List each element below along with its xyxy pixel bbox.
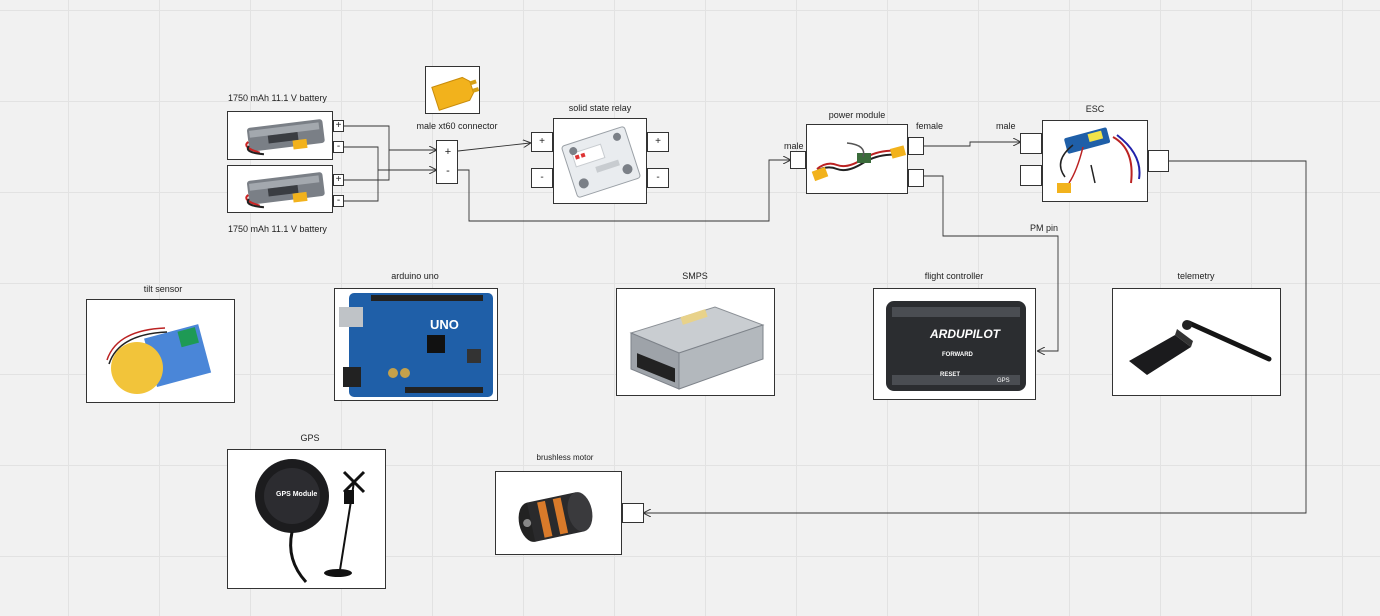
smps-label: SMPS	[682, 271, 708, 281]
power-module-pm-pin-port[interactable]	[908, 169, 924, 187]
battery-top-plus-port[interactable]: +	[333, 120, 344, 132]
xt60-connector-image[interactable]	[425, 66, 480, 114]
lipo-battery-icon	[245, 172, 325, 209]
xt60-plus-label: +	[444, 146, 452, 158]
ssr-input-minus-port[interactable]: -	[531, 168, 553, 188]
relay-icon	[561, 126, 641, 198]
power-module-male-port[interactable]	[790, 151, 806, 169]
xt60-label: male xt60 connector	[416, 121, 498, 131]
tilt-sensor-label: tilt sensor	[143, 284, 183, 294]
battery-bottom[interactable]	[227, 165, 333, 213]
flight-controller-label: flight controller	[924, 271, 984, 281]
power-module-icon	[811, 142, 907, 182]
power-module-label: power module	[828, 110, 886, 120]
gps-module-text: GPS Module	[276, 491, 318, 498]
ssr-output-plus-port[interactable]: +	[647, 132, 669, 152]
esc-motor-output-port[interactable]	[1148, 150, 1169, 172]
xt60-terminal[interactable]: + -	[436, 140, 458, 184]
esc-icon	[1057, 127, 1141, 193]
lipo-battery-icon	[245, 119, 325, 156]
smps-icon	[629, 306, 765, 390]
smps-box[interactable]	[616, 288, 775, 396]
gps-module-icon	[255, 459, 366, 584]
brushless-motor-label: brushless motor	[536, 453, 594, 462]
battery-bottom-minus-port[interactable]: -	[333, 195, 344, 207]
ssr-input-plus-port[interactable]: +	[531, 132, 553, 152]
pm-pin-label: PM pin	[1030, 223, 1059, 233]
battery-bottom-plus-port[interactable]: +	[333, 174, 344, 186]
arduino-label: arduino uno	[391, 271, 439, 281]
gps-label: GPS	[300, 433, 320, 443]
fc-brand-text: ARDUPILOT	[930, 327, 1000, 341]
battery-top-minus-port[interactable]: -	[333, 141, 344, 153]
female-label: female	[916, 121, 944, 131]
battery-top[interactable]	[227, 111, 333, 160]
battery-top-label: 1750 mAh 11.1 V battery	[228, 93, 327, 103]
telemetry-label: telemetry	[1177, 271, 1215, 281]
male-right-label: male	[996, 121, 1016, 131]
ssr-label: solid state relay	[568, 103, 632, 113]
fc-forward-text: FORWARD	[942, 352, 973, 358]
ssr-output-minus-port[interactable]: -	[647, 168, 669, 188]
brushless-motor-box[interactable]	[495, 471, 622, 555]
fc-reset-text: RESET	[940, 372, 961, 378]
esc-box[interactable]	[1042, 120, 1148, 202]
esc-label: ESC	[1085, 104, 1105, 114]
male-left-label: male	[784, 141, 804, 151]
arduino-uno-text: UNO	[430, 317, 459, 332]
esc-male-port[interactable]	[1020, 133, 1042, 154]
fc-gps-text: GPS	[997, 378, 1010, 384]
motor-input-port[interactable]	[622, 503, 644, 523]
brushless-motor-icon	[518, 492, 593, 542]
power-module-box[interactable]	[806, 124, 908, 194]
power-module-female-port[interactable]	[908, 137, 924, 155]
gps-box[interactable]: GPS Module	[227, 449, 386, 589]
telemetry-box[interactable]	[1112, 288, 1281, 396]
flight-controller-icon	[886, 301, 1026, 391]
ssr-box[interactable]	[553, 118, 647, 204]
tilt-sensor-icon	[106, 324, 212, 394]
arduino-box[interactable]: UNO	[334, 288, 498, 401]
flight-controller-box[interactable]: ARDUPILOT FORWARD RESET GPS	[873, 288, 1036, 400]
esc-port-2[interactable]	[1020, 165, 1042, 186]
battery-bottom-label: 1750 mAh 11.1 V battery	[228, 224, 327, 234]
xt60-connector-icon	[431, 76, 479, 111]
telemetry-radio-icon	[1129, 320, 1272, 375]
xt60-minus-label: -	[446, 165, 450, 177]
tilt-sensor-box[interactable]	[86, 299, 235, 403]
arduino-board-icon	[339, 293, 493, 397]
